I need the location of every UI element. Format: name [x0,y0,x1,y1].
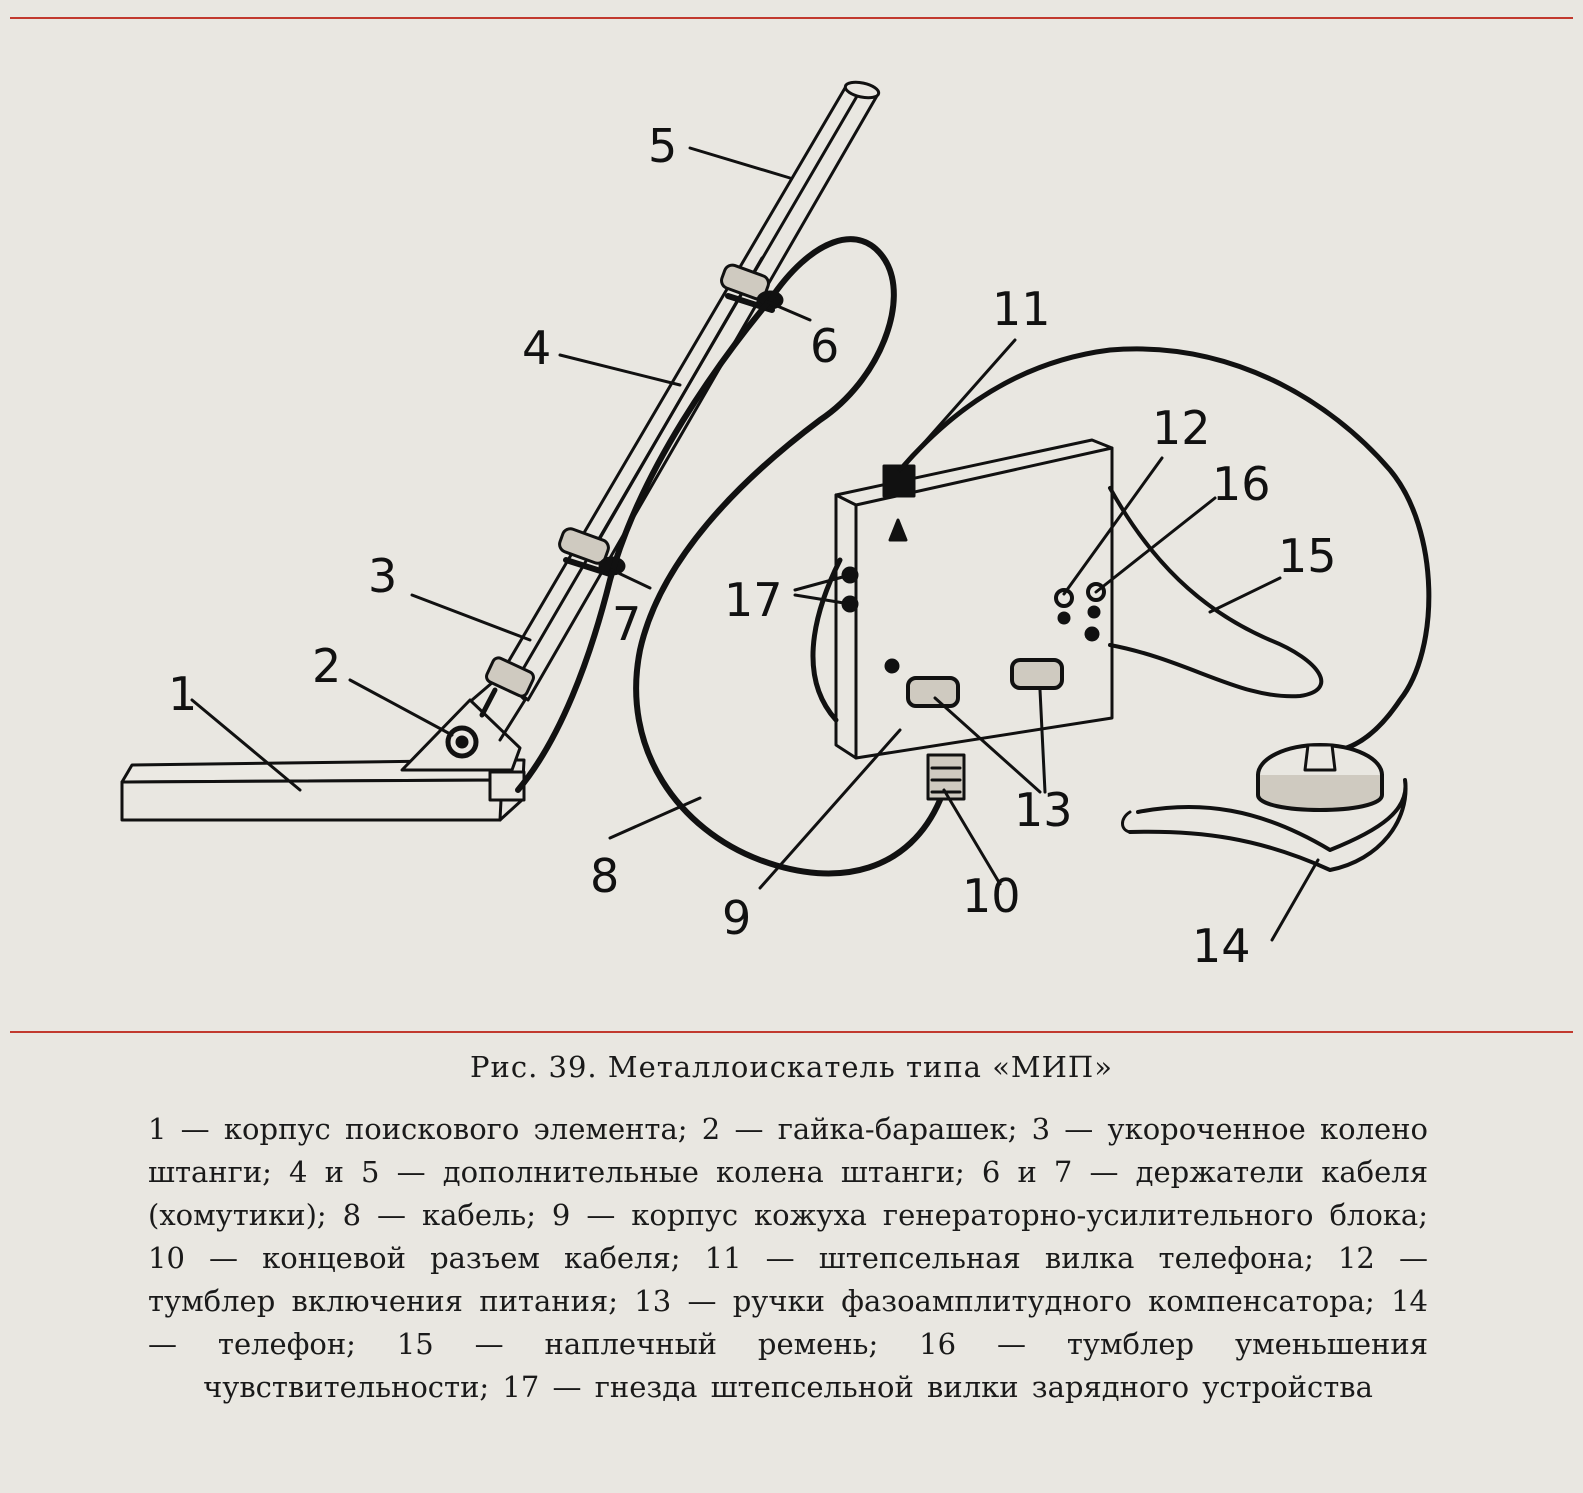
callout-4: 4 [522,321,551,375]
callout-7: 7 [612,597,641,651]
generator-amplifier-unit [810,438,1114,760]
callout-1: 1 [168,667,197,721]
callout-2: 2 [312,639,341,693]
top-divider [10,17,1573,19]
telephone-cord [897,346,1432,753]
wing-nut [400,674,527,772]
figure-caption: Рис. 39. Металлоискатель типа «МИП» [470,1050,1113,1084]
callout-8: 8 [590,849,619,903]
bottom-divider [10,1031,1573,1033]
callout-16: 16 [1212,457,1271,511]
callout-11: 11 [992,282,1051,336]
callout-6: 6 [810,319,839,373]
callout-13: 13 [1014,783,1073,837]
callout-numbers: 1 2 3 4 5 6 7 8 9 10 11 12 13 14 15 16 1… [168,119,1337,973]
metal-detector-diagram: 1 2 3 4 5 6 7 8 9 10 11 12 13 14 15 16 1… [120,80,1432,973]
shoulder-strap [1108,486,1324,699]
rod-joint [485,656,535,698]
callout-17: 17 [724,573,783,627]
callout-9: 9 [722,891,751,945]
callout-14: 14 [1192,919,1251,973]
cable [515,236,943,877]
callout-3: 3 [368,549,397,603]
leader-lines [190,146,1320,942]
callout-5: 5 [648,119,677,173]
telephone-headphone [1121,743,1408,872]
callout-12: 12 [1152,401,1211,455]
figure-legend: 1 — корпус поискового элемента; 2 — гайк… [148,1112,1428,1404]
callout-10: 10 [962,869,1021,923]
callout-15: 15 [1278,529,1337,583]
